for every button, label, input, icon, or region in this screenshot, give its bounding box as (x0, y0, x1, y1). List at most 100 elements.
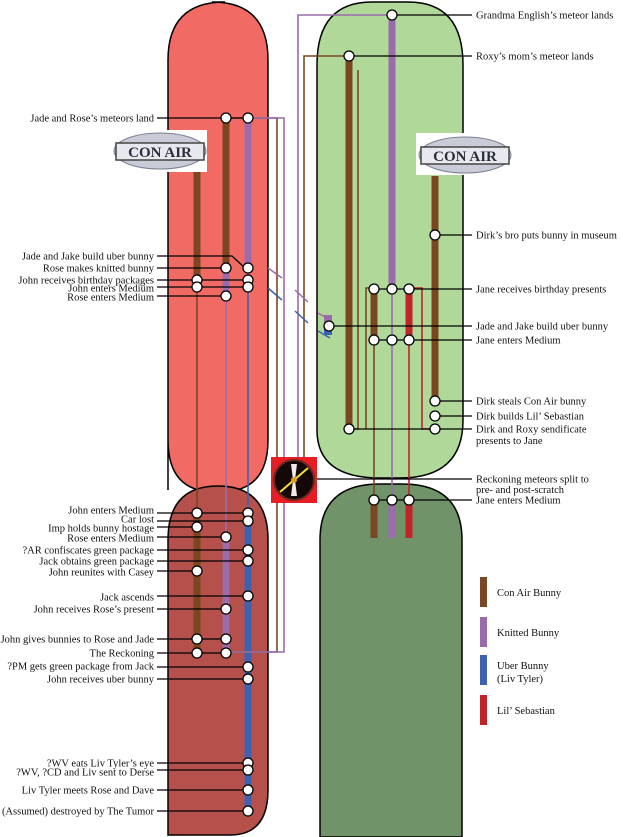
legend-label: Con Air Bunny (497, 588, 562, 599)
event-label: John enters Medium (68, 506, 154, 517)
event-node (242, 673, 254, 685)
event-node (242, 764, 254, 776)
legend-swatch (480, 617, 487, 647)
event-node (403, 494, 415, 506)
legend-label: Knitted Bunny (497, 628, 560, 639)
event-label: Jade and Rose’s meteors land (30, 114, 154, 125)
event-node (220, 262, 232, 274)
event-label: Imp holds bunny hostage (48, 524, 154, 535)
event-node (242, 784, 254, 796)
event-label: The Reckoning (90, 649, 155, 660)
event-label: Jade and Jake build uber bunny (22, 252, 155, 263)
event-node (220, 290, 232, 302)
event-label: John receives Rose’s present (34, 605, 155, 616)
event-label: John gives bunnies to Rose and Jade (1, 635, 155, 646)
event-node (191, 647, 203, 659)
event-node (242, 112, 254, 124)
transfer-tick (294, 310, 309, 324)
event-label: (Assumed) destroyed by The Tumor (2, 807, 155, 818)
event-node (368, 283, 380, 295)
reckoning-icon (271, 457, 317, 503)
svg-text:CON AIR: CON AIR (433, 149, 497, 165)
event-label: presents to Jane (476, 436, 543, 447)
legend-swatch (480, 577, 487, 607)
event-label: Jane enters Medium (476, 496, 561, 507)
event-node (191, 565, 203, 577)
transfer-tick (267, 287, 283, 301)
event-node (220, 647, 232, 659)
event-label: Liv Tyler meets Rose and Dave (22, 786, 155, 797)
event-label: Jack ascends (100, 593, 154, 604)
event-label: Rose makes knitted bunny (43, 264, 155, 275)
event-node (191, 521, 203, 533)
event-label: John reunites with Casey (49, 568, 155, 579)
event-node (242, 555, 254, 567)
alpha-post-scratch-region (167, 485, 269, 836)
legend-item: Lil’ Sebastian (480, 695, 556, 725)
event-node (403, 334, 415, 346)
event-node (242, 262, 254, 274)
event-label: Grandma English’s meteor lands (476, 11, 613, 22)
event-label: Dirk and Roxy sendificate (476, 425, 587, 436)
event-label: Dirk’s bro puts bunny in museum (476, 231, 617, 242)
beta-post-scratch-region (319, 483, 463, 837)
event-node (220, 531, 232, 543)
event-node (242, 590, 254, 602)
alpha-pre-scratch-region (167, 1, 269, 493)
event-node (242, 805, 254, 817)
event-node (386, 494, 398, 506)
event-label: Dirk steals Con Air bunny (476, 397, 587, 408)
event-node (191, 281, 203, 293)
event-label: Jack obtains green package (39, 557, 154, 568)
event-label: Jane receives birthday presents (476, 285, 606, 296)
event-node (429, 423, 441, 435)
event-node (386, 283, 398, 295)
legend-item: Knitted Bunny (480, 617, 560, 647)
event-node (403, 283, 415, 295)
event-node (429, 410, 441, 422)
event-node (386, 334, 398, 346)
legend-item: Uber Bunny (Liv Tyler) (480, 655, 549, 685)
event-node (242, 281, 254, 293)
event-label: ?AR confiscates green package (23, 546, 155, 557)
event-node (343, 423, 355, 435)
event-node (429, 395, 441, 407)
event-label: Rose enters Medium (67, 293, 154, 304)
legend-swatch (480, 655, 487, 685)
event-node (429, 229, 441, 241)
event-node (368, 494, 380, 506)
event-label: Roxy’s mom’s meteor lands (476, 52, 594, 63)
event-node (242, 515, 254, 527)
transfer-tick (294, 289, 309, 303)
event-node (368, 334, 380, 346)
event-label: John receives uber bunny (47, 675, 155, 686)
legend-swatch (480, 695, 487, 725)
con-air-bunny-link (303, 55, 349, 480)
knitted-bunny-link (297, 14, 392, 480)
legend-label: (Liv Tyler) (497, 674, 544, 685)
event-node (343, 50, 355, 62)
transfer-tick (267, 267, 283, 279)
event-label: John receives birthday packages (18, 276, 154, 287)
event-node (242, 661, 254, 673)
knitted-bunny-segment (324, 315, 332, 324)
event-label: ?WV, ?CD and Liv sent to Derse (16, 768, 154, 779)
event-label: Dirk builds Lil’ Sebastian (476, 412, 585, 423)
event-node (220, 603, 232, 615)
event-node (242, 544, 254, 556)
leader-line (157, 255, 246, 269)
event-label: Reckoning meteors split to (476, 475, 589, 486)
event-label: Car lost (121, 515, 154, 526)
event-node (386, 9, 398, 21)
event-node (191, 507, 203, 519)
legend-item: Con Air Bunny (480, 577, 562, 607)
event-label: pre- and post-scratch (476, 485, 565, 496)
event-label: John enters Medium (68, 284, 154, 295)
legend-label: Lil’ Sebastian (497, 706, 556, 717)
event-node (191, 633, 203, 645)
con-air-logo-right: CON AIR (416, 133, 514, 175)
legend-label: Uber Bunny (497, 661, 549, 672)
event-node (220, 633, 232, 645)
